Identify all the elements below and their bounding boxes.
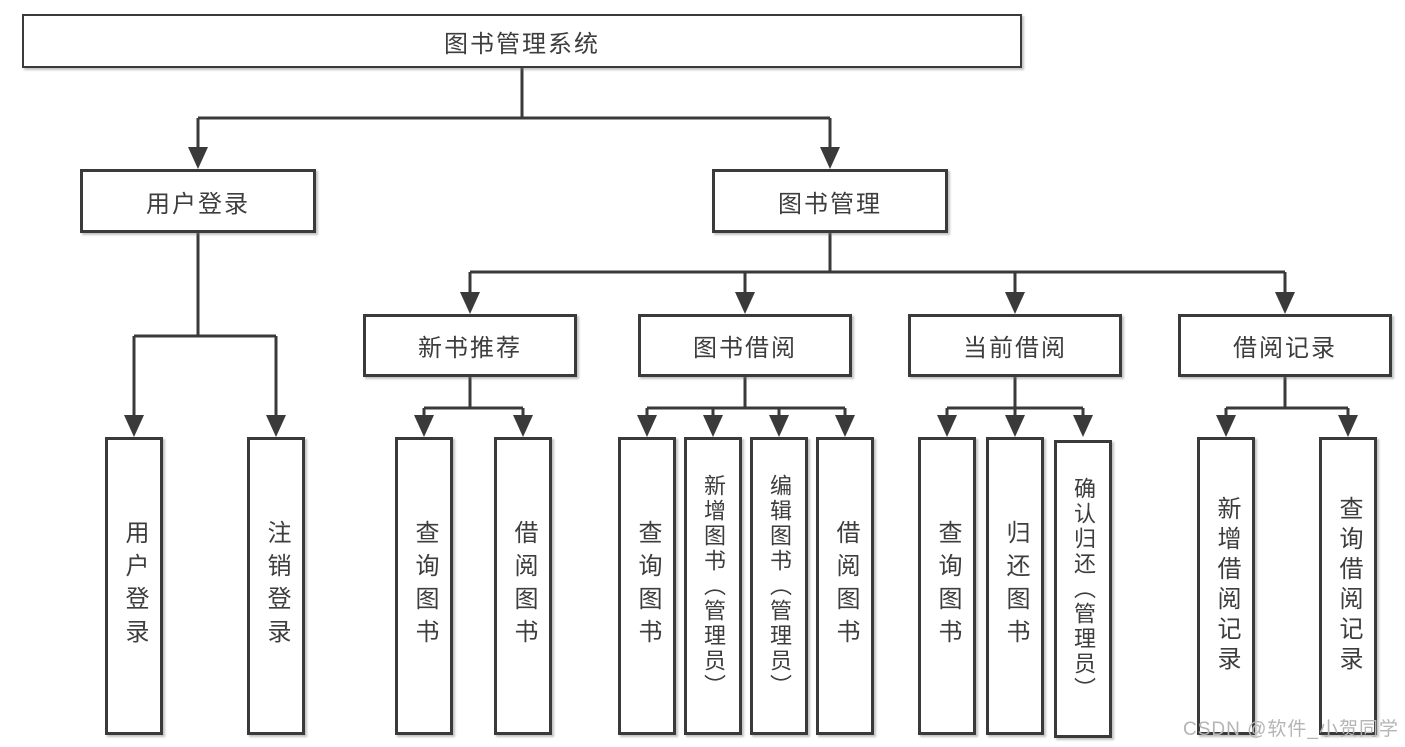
node-label: 当前借阅 [963,335,1067,362]
node-borrow-records: 借阅记录 [1178,314,1392,377]
connector-user-login-subtree [132,233,278,417]
leaf-query-borrow-record: 查询借阅记录 [1319,437,1377,735]
leaf-return-books: 归还图书 [986,437,1044,735]
leaf-label: 归还图书 [1002,520,1029,652]
leaf-label: 新增图书（管理员） [701,473,726,699]
leaf-user-login: 用户登录 [105,437,163,735]
arrowhead-book-management [820,147,840,169]
arrowhead-leaf-add-books [703,415,723,437]
leaf-label: 查询图书 [411,520,438,652]
node-current-borrow: 当前借阅 [908,314,1122,377]
arrowhead-leaf-borrow-books-2 [835,415,855,437]
leaf-query-books-current: 查询图书 [918,437,976,735]
node-user-login: 用户登录 [80,169,316,233]
arrowhead-user-login [188,147,208,169]
leaf-logout: 注销登录 [247,437,305,735]
node-new-book-recommend: 新书推荐 [363,314,577,377]
connector-bookmgmt-to-level2 [468,233,1287,294]
leaf-label: 新增借阅记录 [1213,496,1240,676]
leaf-query-books-recommend: 查询图书 [395,437,453,735]
node-label: 图书管理 [778,190,882,218]
connector-borrow-records-subtree [1224,377,1350,417]
arrowhead-leaf-confirm-return [1073,415,1093,437]
connector-root-to-level1 [196,68,832,150]
leaf-borrow-books: 借阅图书 [816,437,874,735]
arrowhead-new-book-recommend [460,292,480,314]
leaf-label: 用户登录 [121,520,148,652]
arrowhead-current-borrow [1005,292,1025,314]
leaf-label: 注销登录 [263,520,290,652]
leaf-label: 查询图书 [934,520,961,652]
leaf-edit-books-admin: 编辑图书（管理员） [750,437,808,735]
connector-book-borrow-subtree [645,377,847,417]
leaf-label: 借阅图书 [510,520,537,652]
node-label: 新书推荐 [418,335,522,362]
node-label: 图书管理系统 [444,30,600,58]
leaf-query-books-borrow: 查询图书 [618,437,676,735]
arrowhead-book-borrow [735,292,755,314]
arrowhead-leaf-logout [266,415,286,437]
arrowhead-leaf-query-books-3 [937,415,957,437]
leaf-borrow-books-recommend: 借阅图书 [494,437,552,735]
leaf-label: 确认归还（管理员） [1071,476,1096,702]
leaf-add-books-admin: 新增图书（管理员） [684,437,742,735]
arrowhead-leaf-borrow-books-1 [513,415,533,437]
node-label: 用户登录 [146,190,250,218]
node-label: 借阅记录 [1233,335,1337,362]
node-book-management: 图书管理 [712,169,948,233]
arrowhead-leaf-return-books [1005,415,1025,437]
leaf-label: 查询图书 [634,520,661,652]
leaf-add-borrow-record: 新增借阅记录 [1197,437,1255,735]
arrowhead-leaf-query-books-1 [414,415,434,437]
arrowhead-borrow-records [1275,292,1295,314]
arrowhead-leaf-query-books-2 [637,415,657,437]
connector-new-book-subtree [422,377,525,417]
node-book-borrow: 图书借阅 [638,314,852,377]
leaf-label: 查询借阅记录 [1335,496,1362,676]
node-label: 图书借阅 [693,335,797,362]
arrowhead-leaf-query-borrow-record [1338,415,1358,437]
leaf-label: 借阅图书 [832,520,859,652]
arrowhead-leaf-edit-books [769,415,789,437]
leaf-confirm-return-admin: 确认归还（管理员） [1054,440,1112,738]
connector-current-borrow-subtree [945,377,1085,417]
arrowhead-leaf-add-borrow-record [1216,415,1236,437]
csdn-watermark: CSDN @软件_小贺同学 [1183,719,1399,740]
node-library-management-system: 图书管理系统 [22,14,1022,68]
leaf-label: 编辑图书（管理员） [767,473,792,699]
arrowhead-leaf-user-login [124,415,144,437]
